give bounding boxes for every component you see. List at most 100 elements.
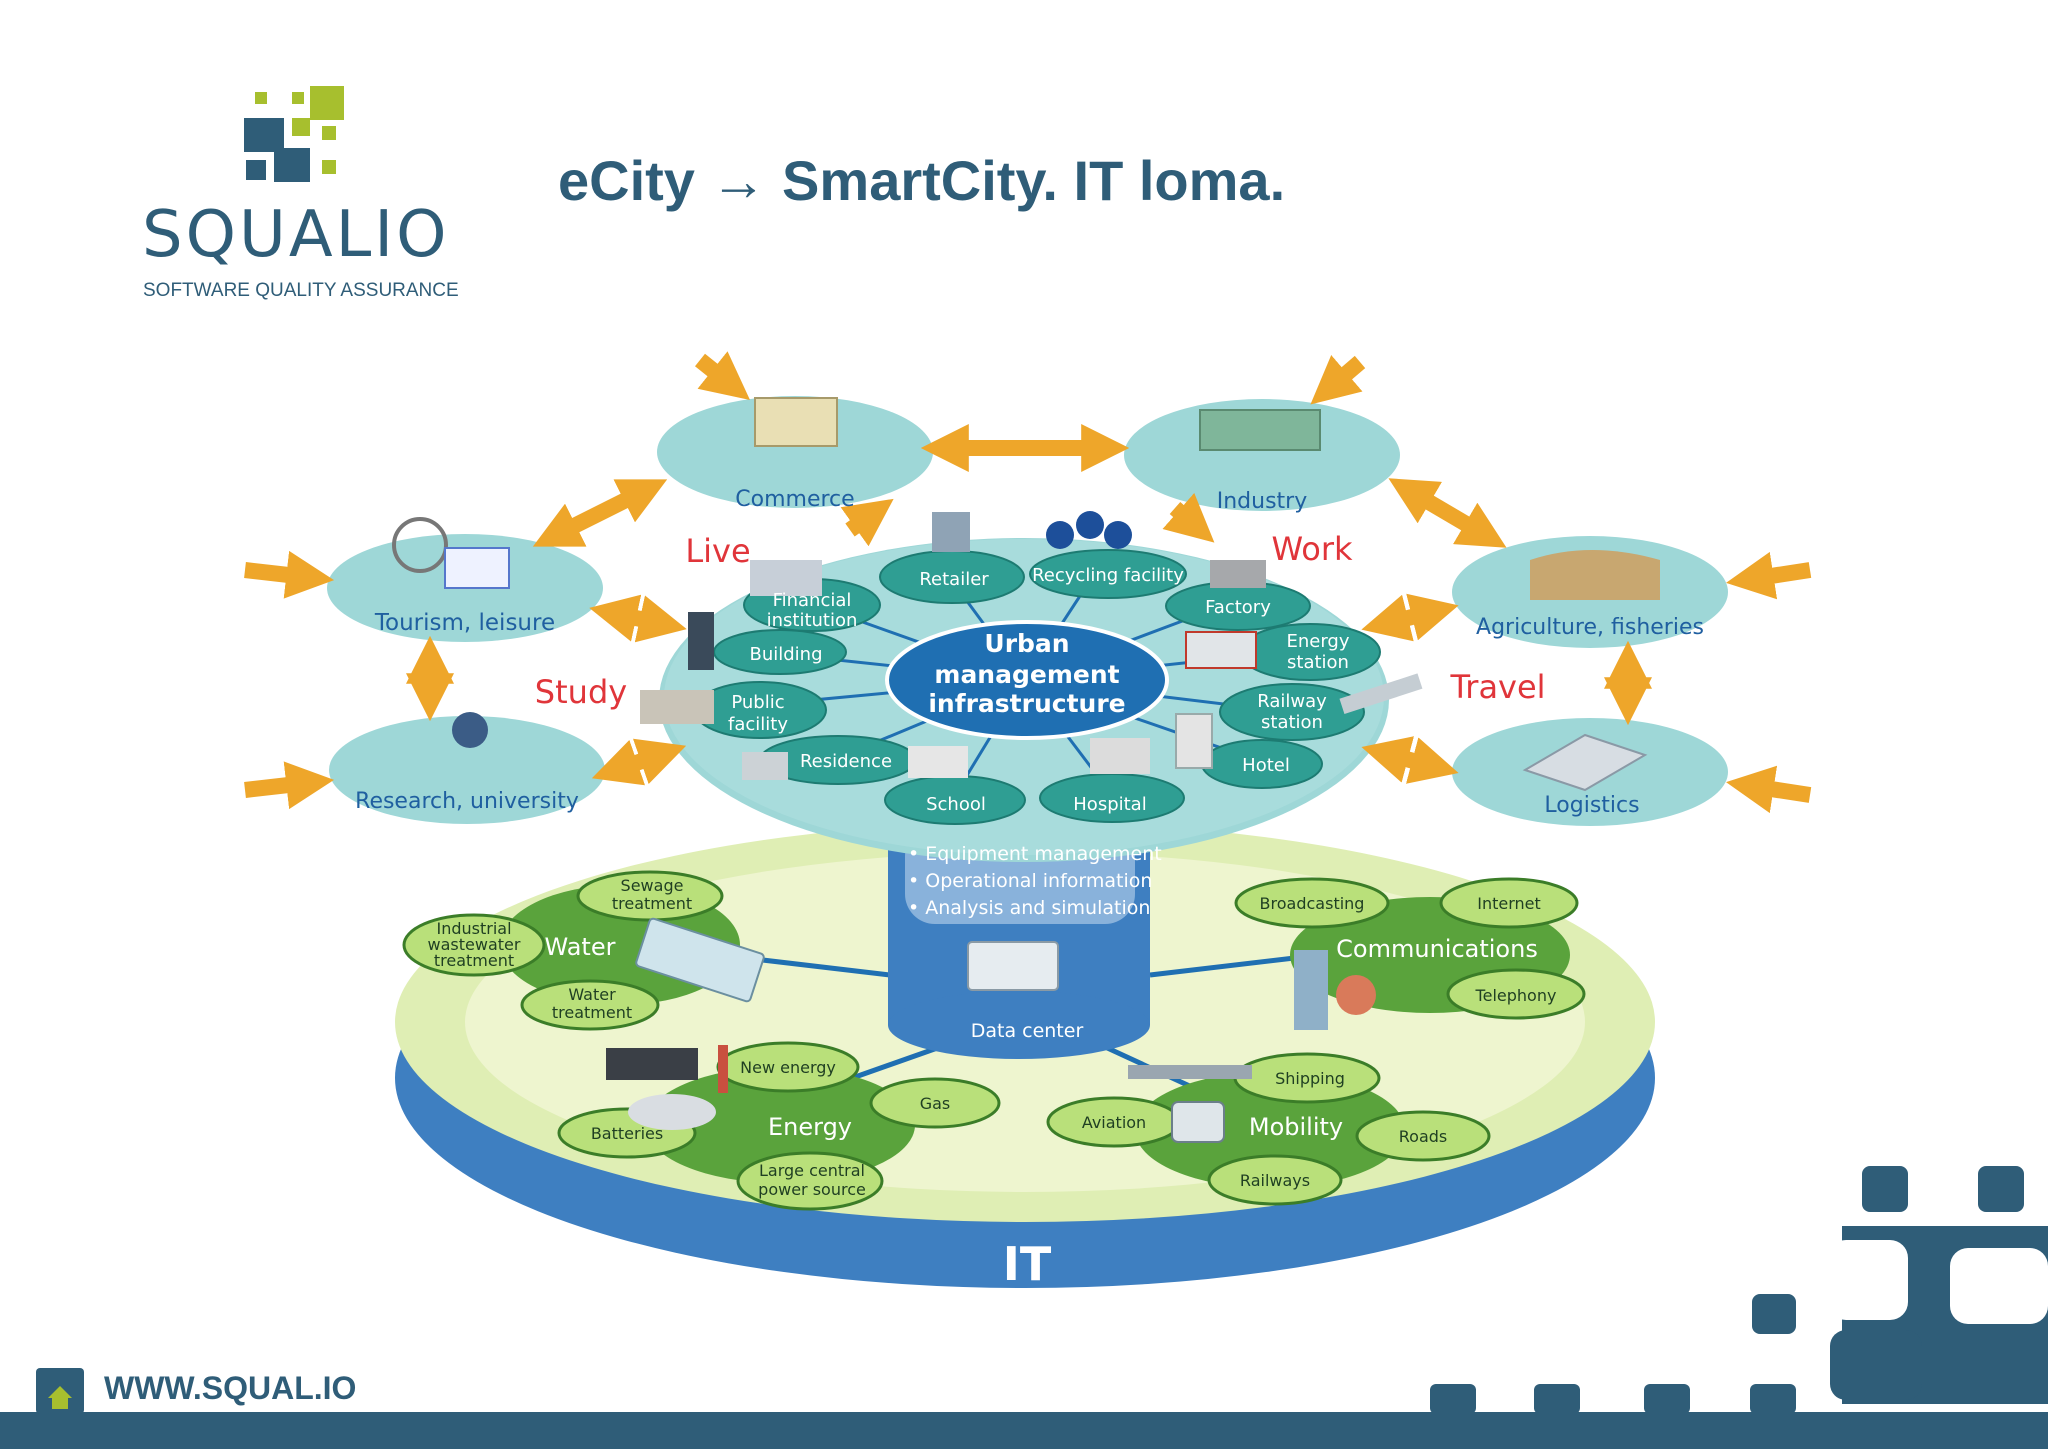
power-plant-icon: [628, 1094, 716, 1130]
train-icon: [1339, 673, 1423, 714]
internet-label: Internet: [1477, 894, 1541, 913]
sewage-l1: Sewage: [621, 876, 684, 895]
shop-icon: [754, 397, 838, 447]
node-icons: [392, 397, 1660, 792]
large-central-l2: power source: [758, 1180, 866, 1199]
research-node: [329, 716, 605, 824]
cylinder-bullet-1: • Equipment management: [908, 843, 1162, 865]
industrial-l2: wastewater: [428, 935, 521, 954]
school-building-icon: [908, 746, 968, 778]
energy-group: [557, 1041, 1001, 1211]
railways-label: Railways: [1240, 1171, 1310, 1190]
public-facility-icon: [640, 690, 714, 724]
footer-bar: [0, 1412, 2048, 1449]
logo-mark-icon: [244, 86, 344, 182]
logistics-label: Logistics: [1544, 793, 1639, 818]
sewage-l2: treatment: [612, 894, 692, 913]
factory-icon: [1210, 560, 1266, 588]
work-label: Work: [1271, 530, 1353, 568]
factory-label: Factory: [1205, 597, 1271, 618]
facility-icons: [640, 511, 1423, 780]
tourism-label: Tourism, leisure: [374, 610, 555, 636]
bridge-icon: [1128, 1065, 1252, 1079]
public-facility-l1: Public: [731, 692, 784, 713]
railway-station-l1: Railway: [1257, 691, 1327, 712]
financial-l1: Financial: [773, 590, 852, 611]
study-label: Study: [535, 673, 627, 711]
energy-label: Energy: [768, 1113, 852, 1141]
page-title: eCity → SmartCity. IT loma.: [558, 149, 1286, 212]
industrial-l1: Industrial: [436, 919, 511, 938]
gas-label: Gas: [920, 1094, 951, 1113]
research-label: Research, university: [355, 789, 579, 814]
communications-label: Communications: [1336, 935, 1538, 963]
industrial-l3: treatment: [434, 951, 514, 970]
data-center-label: Data center: [971, 1020, 1084, 1042]
water-group: [402, 870, 765, 1031]
residence-house-icon: [742, 752, 788, 780]
water-plant-icon: [635, 917, 765, 1003]
recycling-barrels-icon: [1046, 521, 1074, 549]
home-icon: [36, 1368, 84, 1414]
warehouse-icon: [1522, 733, 1648, 792]
travel-label: Travel: [1449, 668, 1545, 706]
commerce-label: Commerce: [735, 487, 854, 512]
shipping-label: Shipping: [1275, 1069, 1345, 1088]
scientist-icon: [452, 712, 488, 748]
footer-url-link[interactable]: WWW.SQUAL.IO: [104, 1370, 357, 1406]
antenna-tower-icon: [1294, 950, 1328, 1030]
corner-blocks-decoration: [1430, 1166, 2048, 1414]
public-facility-l2: facility: [728, 714, 788, 735]
residence-label: Residence: [800, 751, 892, 772]
mobility-group: [1046, 1052, 1491, 1206]
batteries-label: Batteries: [591, 1124, 663, 1143]
office-building-icon: [688, 612, 714, 670]
control-panel-icon: [606, 1048, 698, 1080]
recycling-label: Recycling facility: [1032, 565, 1184, 586]
it-label: IT: [1003, 1237, 1052, 1291]
hub-line-1: Urban: [984, 629, 1069, 658]
new-energy-label: New energy: [740, 1058, 836, 1077]
water-label: Water: [545, 933, 616, 961]
communications-group: [1234, 877, 1586, 1030]
retailer-label: Retailer: [919, 569, 989, 590]
hotel-label: Hotel: [1242, 755, 1290, 776]
telephony-label: Telephony: [1475, 986, 1557, 1005]
broadcasting-label: Broadcasting: [1260, 894, 1365, 913]
hospital-building-icon: [1090, 738, 1150, 774]
live-label: Live: [685, 532, 750, 570]
logo-wordmark: SQUALIO: [142, 198, 450, 272]
bus-icon: [1171, 1101, 1225, 1143]
bank-building-icon: [750, 560, 822, 596]
cylinder-bullet-3: • Analysis and simulation: [908, 897, 1150, 919]
financial-l2: institution: [767, 610, 858, 631]
hub-line-3: infrastructure: [928, 689, 1125, 718]
hub-line-2: management: [934, 660, 1119, 689]
large-central-l1: Large central: [759, 1161, 865, 1180]
mobility-label: Mobility: [1249, 1113, 1343, 1141]
farm-icon: [1530, 550, 1660, 600]
energy-station-l2: station: [1287, 652, 1349, 673]
commerce-node: [657, 396, 933, 508]
railway-station-l2: station: [1261, 712, 1323, 733]
wind-farm-icon: [1199, 409, 1321, 451]
roads-label: Roads: [1399, 1127, 1447, 1146]
urban-hub: [885, 620, 1169, 740]
industry-label: Industry: [1217, 489, 1308, 514]
industry-node: [1124, 399, 1400, 511]
building-label: Building: [749, 644, 822, 665]
hotel-building-icon: [1175, 713, 1213, 769]
retailer-building-icon: [932, 512, 970, 552]
aviation-label: Aviation: [1082, 1113, 1146, 1132]
water-treatment-l2: treatment: [552, 1003, 632, 1022]
logo-tagline: SOFTWARE QUALITY ASSURANCE: [143, 280, 459, 301]
people-icon: [1336, 975, 1376, 1015]
data-center-building-icon: [967, 941, 1059, 991]
hospital-label: Hospital: [1073, 794, 1146, 815]
flow-arrows: [244, 351, 1812, 814]
cylinder-bullet-2: • Operational information: [908, 870, 1152, 892]
agriculture-label: Agriculture, fisheries: [1476, 615, 1704, 640]
